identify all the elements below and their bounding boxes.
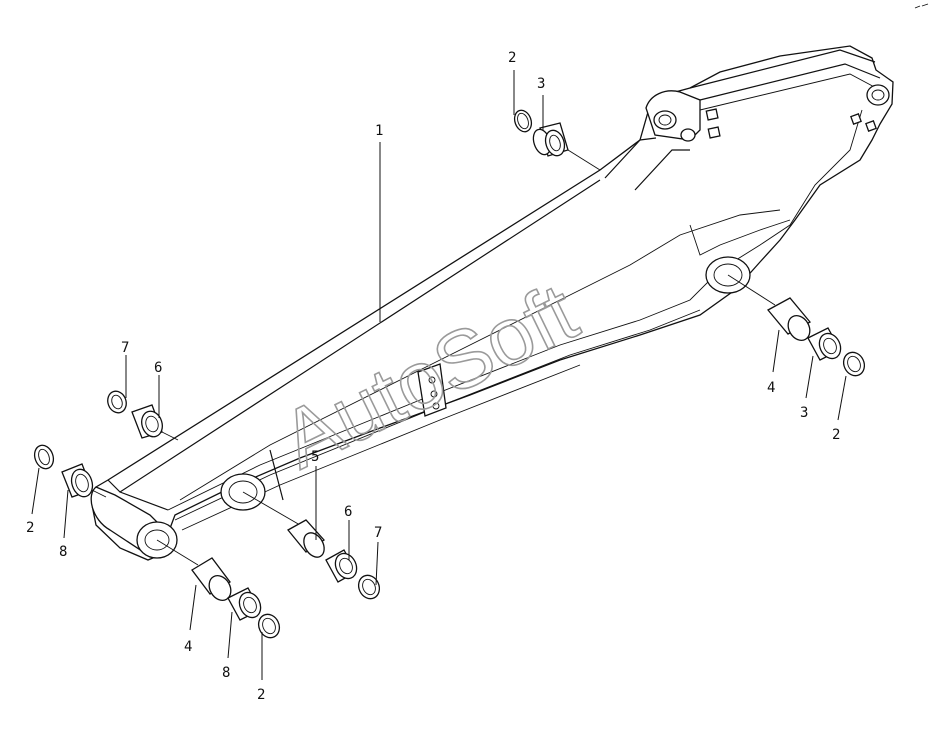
callout-labels: 1 2 3 7 6 2 8 5 6 7 4 8 2 4 3 2	[26, 50, 840, 703]
bushing-8-left	[61, 463, 94, 498]
pin-5-center	[287, 519, 325, 558]
callout-2-right: 2	[832, 427, 840, 443]
callout-7-center: 7	[374, 525, 382, 541]
bushing-3-top	[532, 122, 569, 157]
bushing-6-center	[325, 549, 358, 583]
bushing-8-bottom	[227, 587, 262, 621]
callout-3-top: 3	[537, 76, 545, 92]
leader-lines	[31, 70, 847, 680]
ring-2-right	[842, 351, 866, 377]
callout-6-left: 6	[154, 360, 162, 376]
corner-mark	[914, 3, 929, 9]
callout-8-bottom: 8	[222, 665, 230, 681]
ring-7-center	[357, 574, 381, 600]
callout-5: 5	[311, 449, 319, 465]
pin-4-bottom	[191, 557, 232, 601]
ring-2-left	[33, 444, 55, 470]
ring-2-bottom	[257, 613, 281, 639]
callout-1: 1	[375, 123, 383, 139]
callout-2-top: 2	[508, 50, 516, 66]
bushing-3-right	[807, 327, 842, 361]
ring-2-top	[513, 109, 533, 133]
bushing-6-left	[131, 404, 163, 439]
callout-2-bottom: 2	[257, 687, 265, 703]
callout-8-left: 8	[59, 544, 67, 560]
ring-7-left	[107, 390, 127, 414]
pin-4-right	[766, 297, 812, 341]
callout-2-left: 2	[26, 520, 34, 536]
callout-4-right: 4	[767, 380, 775, 396]
callout-7-left: 7	[121, 340, 129, 356]
callout-3-right: 3	[800, 405, 808, 421]
callout-4-bottom: 4	[184, 639, 192, 655]
callout-6-center: 6	[344, 504, 352, 520]
